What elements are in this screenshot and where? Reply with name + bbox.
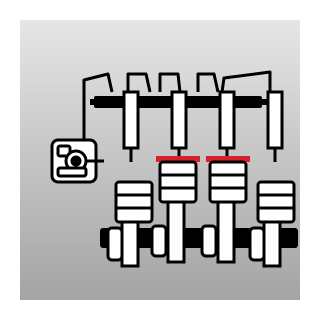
pistons: [106, 156, 296, 268]
piston-3-highlight: [206, 156, 250, 162]
piston-4: [248, 180, 296, 268]
injector-1: [122, 90, 140, 162]
injectors: [122, 90, 284, 162]
piston-2-highlight: [156, 156, 200, 162]
piston-2: [150, 156, 200, 264]
injector-4: [266, 90, 284, 162]
piston-1: [106, 180, 154, 268]
high-pressure-pump-icon: [50, 138, 104, 184]
piston-3: [200, 156, 250, 264]
injector-2: [170, 90, 188, 162]
